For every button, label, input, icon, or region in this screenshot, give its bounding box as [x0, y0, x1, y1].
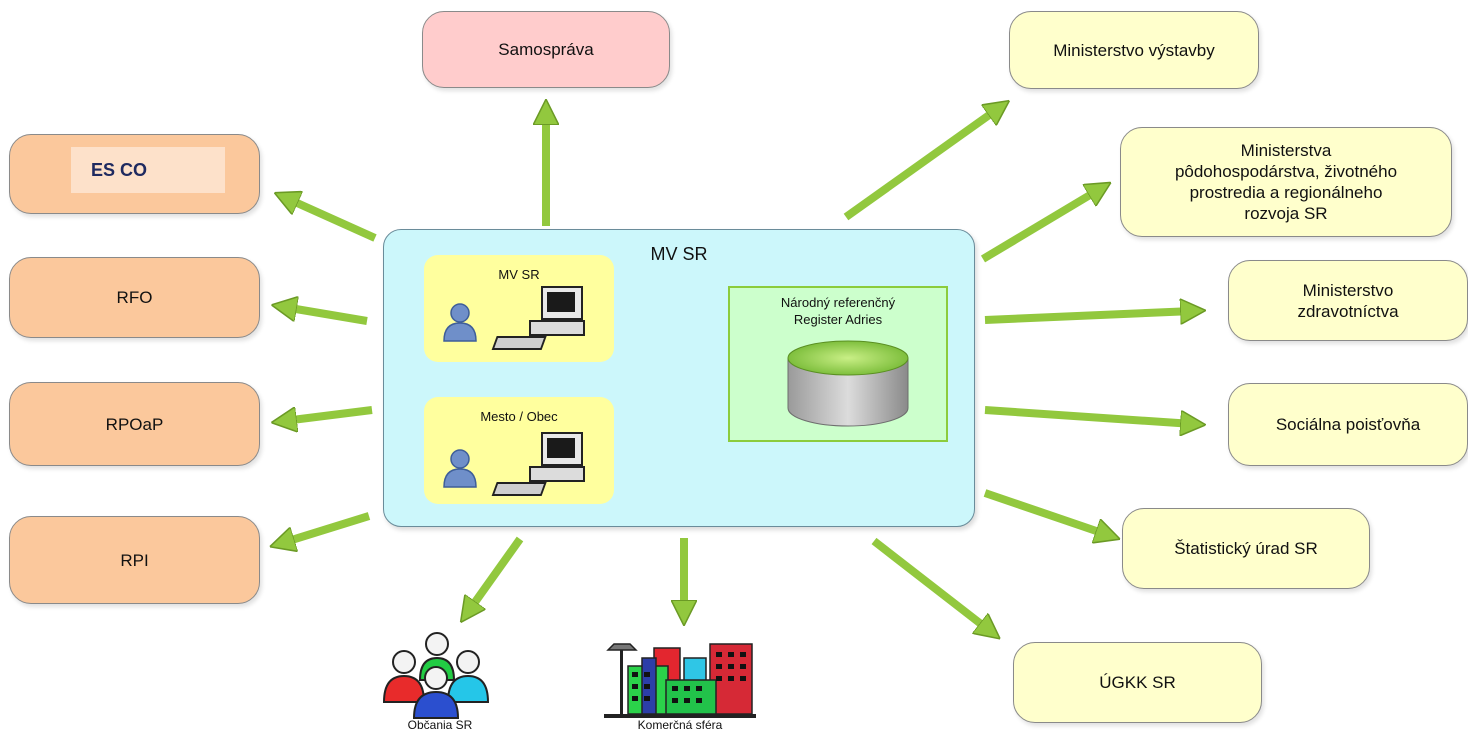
arrow-to-obcania — [468, 536, 524, 612]
statisticky-box: Štatistický úrad SR — [1122, 508, 1370, 589]
socialna-label: Sociálna poisťovňa — [1275, 415, 1421, 434]
register-title-line1: Národný referenčný — [780, 295, 896, 310]
ugkk-box: ÚGKK SR — [1013, 642, 1262, 723]
computer-icon — [491, 432, 585, 496]
citizens-group-icon — [382, 632, 490, 719]
user-icon — [443, 303, 477, 342]
podo-box: Ministerstva pôdohospodárstva, životného… — [1120, 127, 1452, 237]
computer-icon — [491, 286, 585, 350]
arrow-to-rpi — [282, 512, 371, 543]
podo-line2: pôdohospodárstva, životného — [1174, 162, 1398, 181]
rpi-box: RPI — [9, 516, 260, 604]
zdrav-line1: Ministerstvo — [1302, 280, 1394, 300]
arrow-to-rpoap — [284, 406, 373, 421]
arrow-to-socialna — [984, 406, 1193, 424]
mv-sr-panel: MV SR — [424, 255, 614, 362]
rfo-box: RFO — [9, 257, 260, 338]
mesto-obec-panel: Mesto / Obec — [424, 397, 614, 504]
statisticky-label: Štatistický úrad SR — [1174, 539, 1318, 558]
vystavby-box: Ministerstvo výstavby — [1009, 11, 1259, 89]
rpi-label: RPI — [120, 550, 149, 570]
register-adries-title: Národný referenčný Register Adries — [730, 294, 946, 328]
samosprava-label: Samospráva — [498, 40, 594, 59]
samosprava-box: Samospráva — [422, 11, 670, 88]
mesto-obec-panel-title: Mesto / Obec — [480, 409, 558, 424]
arrow-to-rfo — [284, 307, 368, 325]
rpoap-label: RPOaP — [105, 414, 164, 434]
vystavby-label: Ministerstvo výstavby — [1053, 40, 1215, 60]
user-icon — [443, 449, 477, 488]
esco-label: ES CO — [91, 159, 148, 180]
zdrav-box: Ministerstvo zdravotníctva — [1228, 260, 1468, 341]
rfo-label: RFO — [116, 288, 153, 307]
arrow-to-podo — [980, 189, 1100, 263]
esco-label-panel: ES CO — [71, 147, 225, 193]
podo-line4: rozvoja SR — [1244, 204, 1328, 223]
commercial-buildings-icon — [604, 643, 756, 718]
rpoap-box: RPOaP — [9, 382, 260, 466]
mv-sr-panel-title: MV SR — [498, 267, 540, 282]
komercna-caption: Komerčná sféra — [637, 718, 723, 732]
mv-sr-title: MV SR — [650, 244, 708, 264]
arrow-to-zdrav — [984, 311, 1193, 320]
zdrav-line2: zdravotníctva — [1297, 301, 1399, 321]
arrow-to-statisticky — [983, 489, 1108, 535]
obcania-caption: Občania SR — [407, 718, 473, 732]
register-title-line2: Register Adries — [793, 312, 883, 327]
database-icon — [787, 340, 909, 427]
arrow-to-ugkk — [871, 537, 990, 631]
mv-sr-container: MV SR MV SR Mesto / Obec Národný refere — [383, 229, 975, 527]
ugkk-label: ÚGKK SR — [1099, 673, 1176, 692]
arrow-to-vystavby — [843, 108, 999, 221]
socialna-box: Sociálna poisťovňa — [1228, 383, 1468, 466]
podo-line1: Ministerstva — [1240, 141, 1332, 160]
podo-line3: prostredia a regionálneho — [1189, 183, 1383, 202]
register-adries-panel: Národný referenčný Register Adries — [728, 286, 948, 442]
arrow-to-esco — [286, 198, 377, 242]
